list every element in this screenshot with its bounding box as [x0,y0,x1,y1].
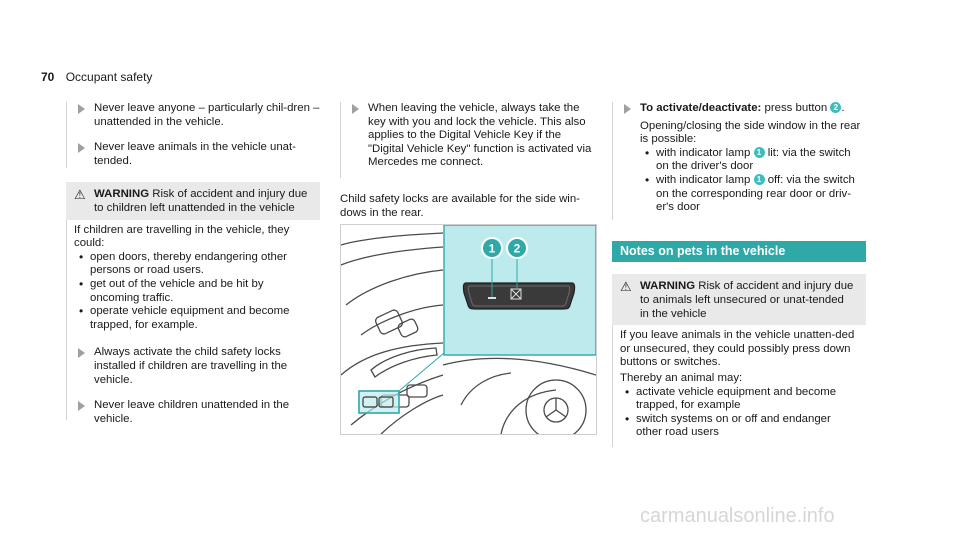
watermark: carmanualsonline.info [640,505,835,527]
instruction-group: To activate/deactivate: press button 2. … [612,102,866,220]
indicator-bullet: with indicator lamp 1 lit: via the switc… [640,146,866,174]
arrow-icon [624,104,631,114]
page-number: 70 [41,70,55,84]
instruction-group-bottom: Always activate the child safety locks i… [66,346,320,426]
child-lock-paragraph: Child safety locks are available for the… [340,192,580,219]
column-3: To activate/deactivate: press button 2. … [612,102,866,448]
section-title: Occupant safety [65,70,153,84]
arrow-icon [78,401,85,412]
warning-paragraph: If you leave animals in the vehicle unat… [620,329,855,369]
arrow-icon [78,143,85,154]
instruction-item: Never leave animals in the vehicle unat-… [66,141,320,168]
warning-triangle-icon: ⚠ [74,187,86,203]
switch-button [462,282,576,310]
warning-header: ⚠ WARNING Risk of accident and injury du… [66,182,320,220]
instruction-item: Never leave children unattended in the v… [66,399,320,426]
activate-label: To activate/deactivate: [640,102,762,114]
activate-instruction: To activate/deactivate: press button 2. [612,102,866,116]
arrow-icon [78,348,85,359]
instruction-item: Always activate the child safety locks i… [66,346,320,387]
callout-badge: 2 [830,102,842,113]
arrow-icon [352,104,359,114]
warning-title: WARNING [640,280,696,293]
child-lock-symbol-icon [510,288,522,300]
warning-lead: Risk of accident and injury due to child… [94,188,308,214]
callout-2 [506,237,528,259]
column-1: Never leave anyone – particularly chil-d… [66,102,320,426]
warning-bullet: operate vehicle equipment and become tra… [74,305,310,332]
callout-1 [481,237,503,259]
window-switch-figure: 1 2 [340,224,597,435]
indicator-lamp [488,297,496,299]
warning-title: WARNING [94,188,150,201]
instruction-item: When leaving the vehicle, always take th… [340,102,594,170]
warning-triangle-icon: ⚠ [620,279,632,295]
callout-badge: 1 [753,146,765,158]
instruction-item: Never leave anyone – particularly chil-d… [66,102,320,129]
warning-lead: Risk of accident and injury due to anima… [640,280,854,320]
opening-text: Opening/closing the side window in the r… [640,119,861,146]
warning-body: If children are travelling in the vehicl… [66,219,320,360]
warning-bullet: switch systems on or off and endanger ot… [620,413,856,440]
warning-bullet: get out of the vehicle and be hit by onc… [74,278,310,305]
column-2: When leaving the vehicle, always take th… [340,102,594,220]
instruction-group-top: Never leave anyone – particularly chil-d… [66,102,320,172]
arrow-icon [78,104,85,114]
callout-badge: 1 [753,173,765,185]
callout-2-label: 2 [514,242,521,256]
warning-header: ⚠ WARNING Risk of accident and injury du… [612,274,866,326]
warning-bullet: activate vehicle equipment and become tr… [620,386,856,413]
door-panel-illustration: 1 2 [341,225,596,434]
warning-intro: If children are travelling in the vehicl… [74,223,290,250]
page-header: 70 Occupant safety [41,70,152,84]
indicator-bullet: with indicator lamp 1 off: via the switc… [640,173,866,215]
warning-paragraph: Thereby an animal may: [620,371,743,384]
instruction-group: When leaving the vehicle, always take th… [340,102,594,178]
callout-1-label: 1 [489,242,496,256]
warning-block-children: ⚠ WARNING Risk of accident and injury du… [66,182,320,360]
warning-body: If you leave animals in the vehicle unat… [612,325,866,448]
warning-bullet: open doors, thereby endangering other pe… [74,251,310,278]
warning-block-pets: ⚠ WARNING Risk of accident and injury du… [612,274,866,448]
section-heading-pets: Notes on pets in the vehicle [612,240,866,263]
